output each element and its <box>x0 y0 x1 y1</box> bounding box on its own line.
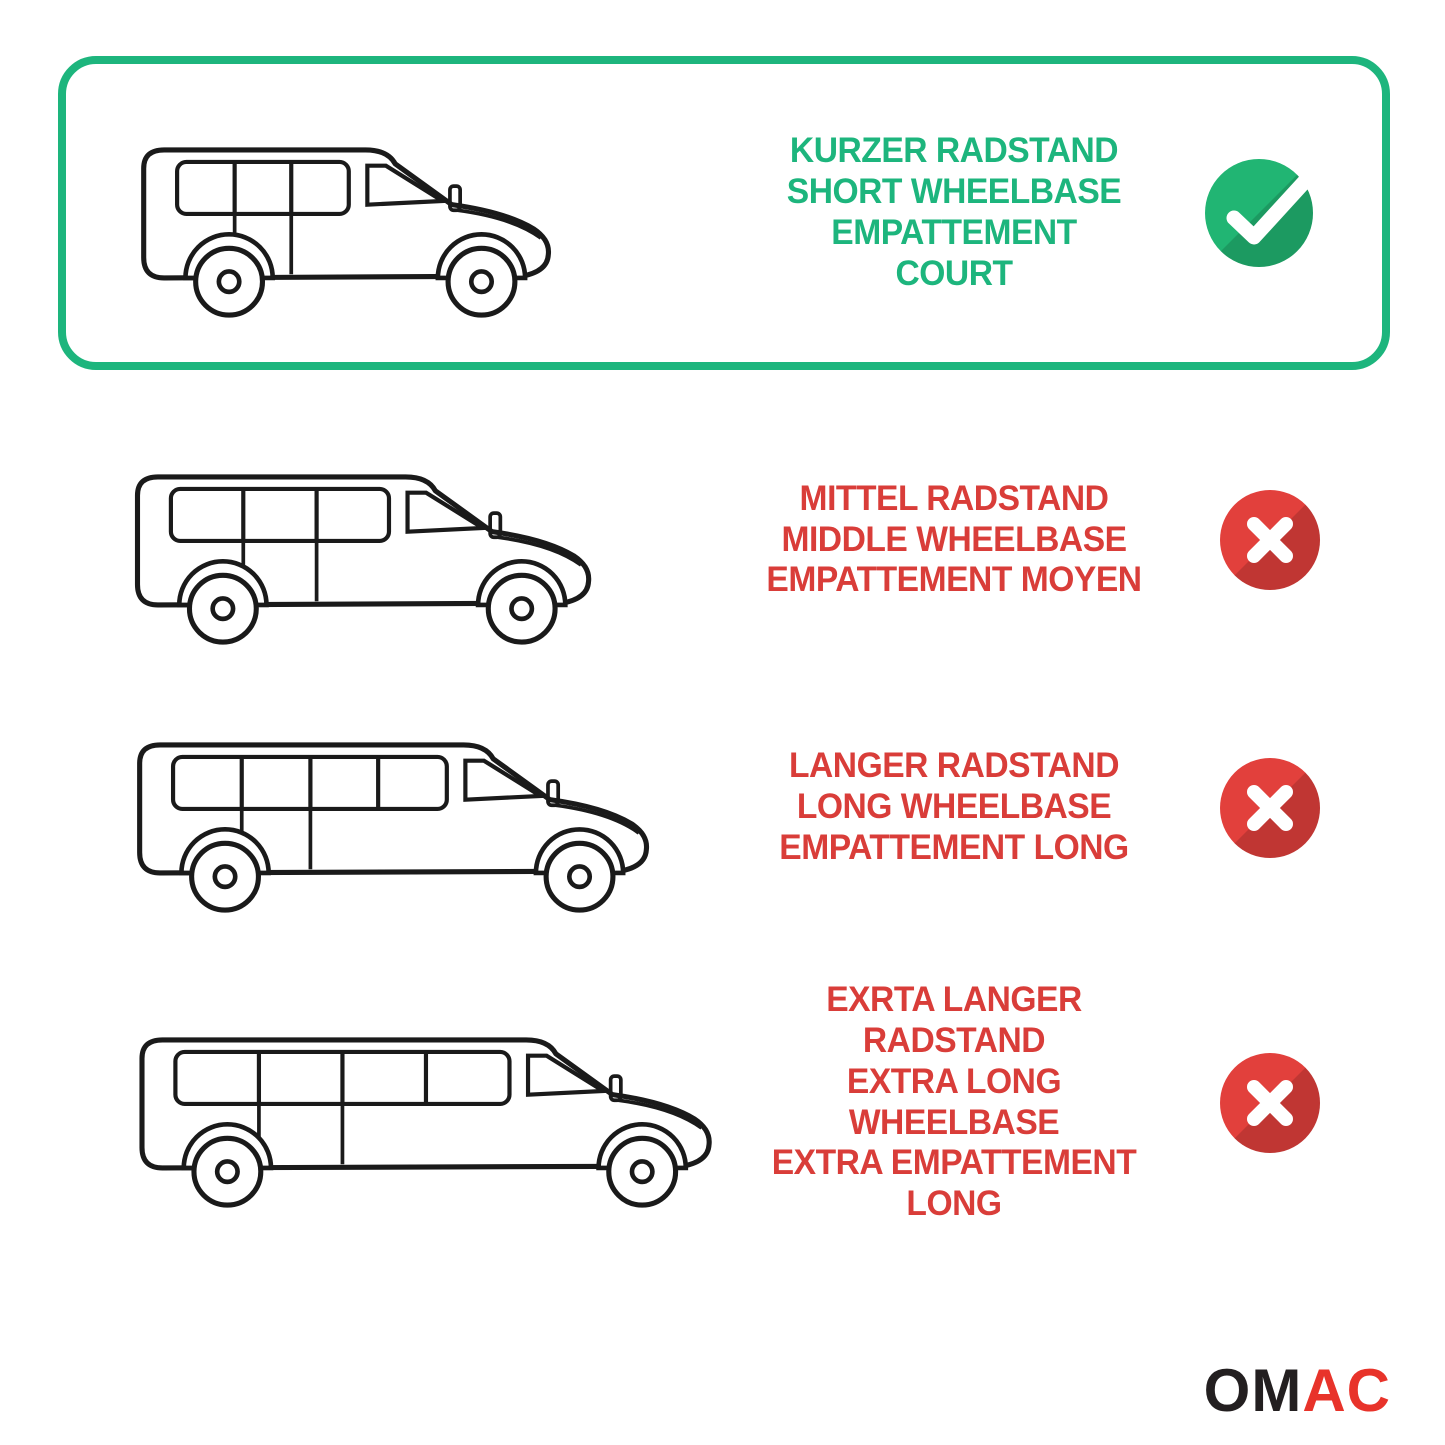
van-extra-long-icon <box>58 987 758 1219</box>
option-labels-long: LANGER RADSTAND LONG WHEELBASE EMPATTEME… <box>766 746 1142 869</box>
option-labels-middle: MITTEL RADSTAND MIDDLE WHEELBASE EMPATTE… <box>766 479 1142 602</box>
option-row-short-wheelbase: KURZER RADSTAND SHORT WHEELBASE EMPATTEM… <box>58 56 1390 370</box>
brand-logo-red-part: AC <box>1302 1357 1391 1424</box>
check-icon <box>1203 156 1321 270</box>
brand-logo-dark-part: OM <box>1203 1357 1303 1424</box>
label-line: EXRTA LANGER RADSTAND <box>826 979 1082 1060</box>
cross-icon <box>1218 756 1322 860</box>
label-line: EXTRA EMPATTEMENT LONG <box>771 1143 1137 1224</box>
option-row-long-wheelbase: LANGER RADSTAND LONG WHEELBASE EMPATTEME… <box>58 665 1390 950</box>
van-long-icon <box>58 692 758 924</box>
label-line: EMPATTEMENT MOYEN <box>766 560 1142 600</box>
label-line: MITTEL RADSTAND <box>799 478 1109 518</box>
label-line: EMPATTEMENT LONG <box>779 827 1129 867</box>
label-line: MIDDLE WHEELBASE <box>781 519 1127 559</box>
option-labels-extra-long: EXRTA LANGER RADSTAND EXTRA LONG WHEELBA… <box>766 980 1142 1226</box>
cross-icon <box>1218 1051 1322 1155</box>
van-middle-icon <box>58 424 758 656</box>
label-line: EMPATTEMENT COURT <box>831 213 1077 293</box>
label-line: SHORT WHEELBASE <box>786 172 1122 212</box>
label-line: KURZER RADSTAND <box>789 131 1119 171</box>
van-short-icon <box>66 97 766 329</box>
brand-logo: OMAC <box>1204 1361 1391 1421</box>
option-row-middle-wheelbase: MITTEL RADSTAND MIDDLE WHEELBASE EMPATTE… <box>58 400 1390 680</box>
option-labels-short: KURZER RADSTAND SHORT WHEELBASE EMPATTEM… <box>774 131 1135 295</box>
label-line: EXTRA LONG WHEELBASE <box>846 1061 1062 1142</box>
option-row-extra-long-wheelbase: EXRTA LANGER RADSTAND EXTRA LONG WHEELBA… <box>58 955 1390 1250</box>
cross-icon <box>1218 488 1322 592</box>
label-line: LANGER RADSTAND <box>788 746 1120 786</box>
label-line: LONG WHEELBASE <box>796 787 1112 827</box>
